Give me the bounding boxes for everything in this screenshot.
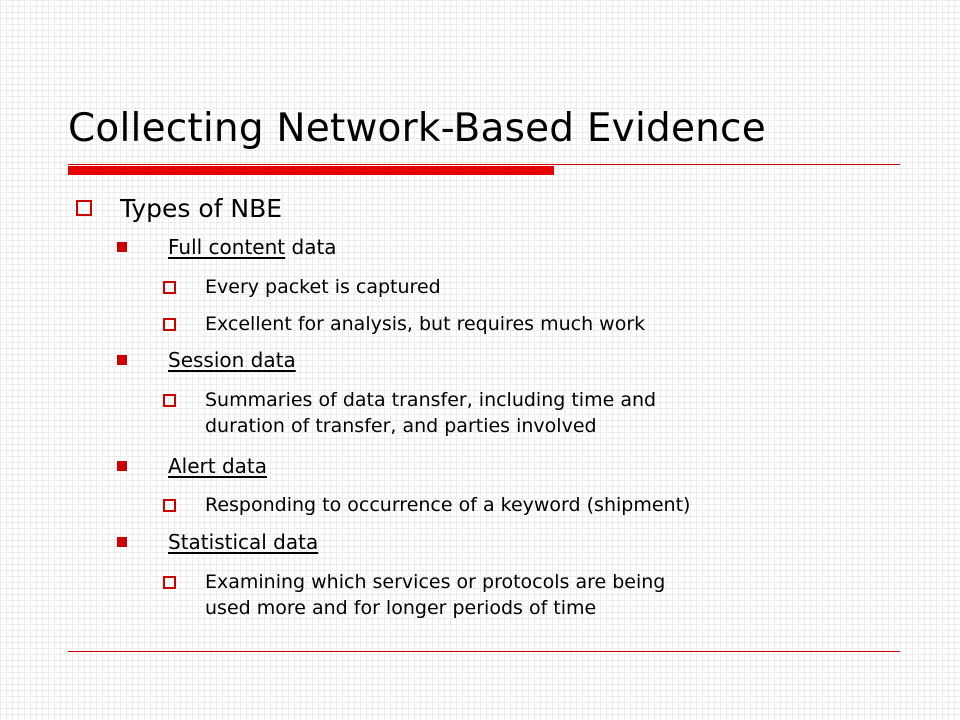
item-text: Examining which services or protocols ar… — [205, 571, 666, 619]
term-underlined: Alert data — [168, 454, 268, 478]
filled-square-bullet-icon — [117, 537, 127, 547]
term-underlined: Full content — [168, 235, 286, 259]
hollow-square-bullet-icon — [163, 499, 176, 512]
title-accent-bar — [68, 166, 554, 175]
subbullet-text: Alert data — [168, 454, 267, 478]
filled-square-bullet-icon — [117, 242, 127, 252]
subbullet-text: Full content data — [168, 235, 337, 259]
item-every-packet: Every packet is captured — [163, 274, 441, 298]
item-examining-services: Examining which services or protocols ar… — [163, 569, 665, 619]
hollow-square-bullet-icon — [76, 200, 92, 216]
hollow-square-bullet-icon — [163, 281, 176, 294]
footer-divider — [68, 651, 900, 652]
subbullet-alert-data: Alert data — [117, 451, 267, 481]
item-text: Summaries of data transfer, including ti… — [205, 389, 657, 437]
term-suffix: data — [285, 235, 337, 259]
item-responding-to-keyword: Responding to occurrence of a keyword (s… — [163, 492, 690, 516]
bullet-types-of-nbe: Types of NBE — [68, 188, 282, 228]
subbullet-text: Statistical data — [168, 530, 318, 554]
title-divider — [68, 164, 900, 165]
item-summaries: Summaries of data transfer, including ti… — [163, 387, 656, 437]
item-text: Excellent for analysis, but requires muc… — [205, 313, 646, 335]
filled-square-bullet-icon — [117, 355, 127, 365]
term-underlined: Statistical data — [168, 530, 319, 554]
term-underlined: Session data — [168, 348, 296, 372]
item-text: Every packet is captured — [205, 276, 441, 298]
hollow-square-bullet-icon — [163, 394, 176, 407]
subbullet-text: Session data — [168, 348, 296, 372]
hollow-square-bullet-icon — [163, 576, 176, 589]
subbullet-full-content: Full content data — [117, 232, 337, 262]
item-excellent-for-analysis: Excellent for analysis, but requires muc… — [163, 311, 645, 335]
filled-square-bullet-icon — [117, 461, 127, 471]
slide-title: Collecting Network-Based Evidence — [68, 106, 766, 151]
subbullet-session-data: Session data — [117, 345, 296, 375]
item-text: Responding to occurrence of a keyword (s… — [205, 494, 691, 516]
bullet-text: Types of NBE — [120, 193, 283, 223]
hollow-square-bullet-icon — [163, 318, 176, 331]
subbullet-statistical-data: Statistical data — [117, 527, 318, 557]
